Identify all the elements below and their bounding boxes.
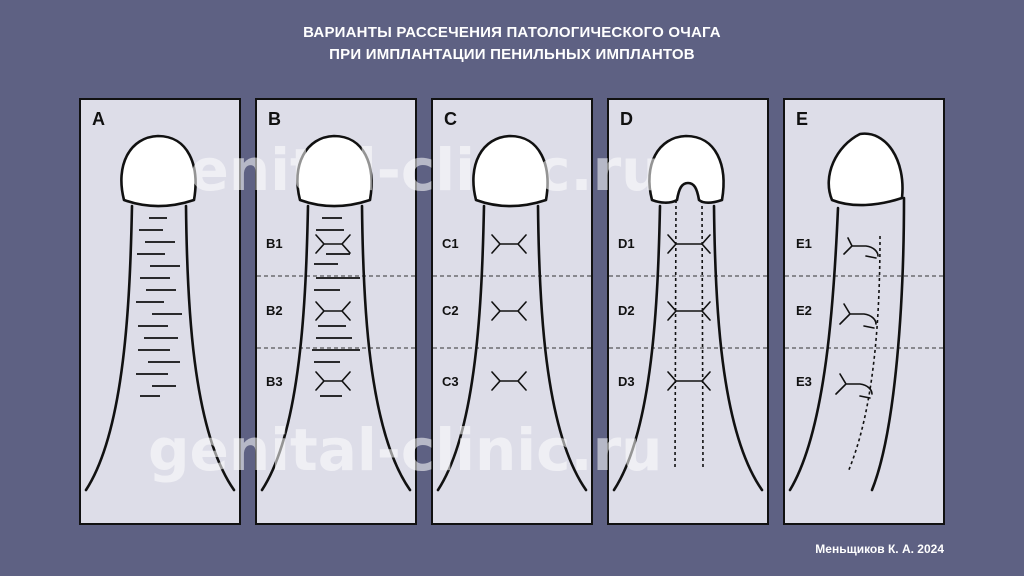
panel-e: E E1 E2 E3 bbox=[783, 98, 945, 525]
panel-e-shaft bbox=[788, 196, 906, 492]
panel-e-glans bbox=[827, 132, 904, 207]
row-label-d3: D3 bbox=[618, 374, 635, 389]
row-label-e2: E2 bbox=[796, 303, 812, 318]
panel-e-cut-1 bbox=[843, 237, 879, 259]
panel-a-shaft bbox=[84, 204, 236, 492]
panel-e-letter: E bbox=[796, 109, 808, 129]
title-line-2: ПРИ ИМПЛАНТАЦИИ ПЕНИЛЬНЫХ ИМПЛАНТОВ bbox=[329, 46, 695, 63]
panel-a: A bbox=[79, 98, 241, 525]
panel-c-cut-3 bbox=[491, 371, 527, 391]
panel-d-glans bbox=[648, 134, 725, 204]
row-label-c2: C2 bbox=[442, 303, 459, 318]
row-label-c1: C1 bbox=[442, 236, 459, 251]
row-label-d1: D1 bbox=[618, 236, 635, 251]
title-line-1: ВАРИАНТЫ РАССЕЧЕНИЯ ПАТОЛОГИЧЕСКОГО ОЧАГ… bbox=[303, 24, 721, 41]
panel-d: D D1 D2 D3 bbox=[607, 98, 769, 525]
panel-b-cut-1 bbox=[315, 234, 351, 254]
panel-d-letter: D bbox=[620, 109, 633, 129]
panel-c-shaft bbox=[436, 204, 588, 492]
panel-a-plaque bbox=[136, 217, 182, 397]
row-label-b3: B3 bbox=[266, 374, 283, 389]
panel-d-cut-2 bbox=[667, 301, 711, 321]
panel-b-cut-2 bbox=[315, 301, 351, 321]
panel-e-cut-3 bbox=[835, 373, 873, 399]
panel-c-glans bbox=[472, 134, 549, 208]
panel-d-shaft bbox=[612, 204, 764, 492]
row-label-e3: E3 bbox=[796, 374, 812, 389]
panel-b-letter: B bbox=[268, 109, 281, 129]
panel-a-glans bbox=[120, 134, 197, 208]
panel-c-cut-1 bbox=[491, 234, 527, 254]
row-label-c3: C3 bbox=[442, 374, 459, 389]
panel-b: B B1 B2 B3 bbox=[255, 98, 417, 525]
panel-e-incision-line bbox=[847, 235, 881, 473]
watermark-top: genital-clinic.ru bbox=[148, 136, 662, 204]
author-credit: Меньщиков К. А. 2024 bbox=[815, 542, 944, 556]
panel-b-plaque bbox=[312, 217, 360, 397]
watermark-bottom: genital-clinic.ru bbox=[148, 416, 662, 484]
panel-d-cut-3 bbox=[667, 371, 711, 391]
row-label-b1: B1 bbox=[266, 236, 283, 251]
row-label-d2: D2 bbox=[618, 303, 635, 318]
panel-c-cut-2 bbox=[491, 301, 527, 321]
row-label-b2: B2 bbox=[266, 303, 283, 318]
panel-e-cut-2 bbox=[839, 303, 877, 329]
panel-c: C C1 C2 C3 bbox=[431, 98, 593, 525]
panel-c-letter: C bbox=[444, 109, 457, 129]
diagram-title: ВАРИАНТЫ РАССЕЧЕНИЯ ПАТОЛОГИЧЕСКОГО ОЧАГ… bbox=[0, 22, 1024, 66]
panel-b-glans bbox=[296, 134, 373, 208]
panel-b-cut-3 bbox=[315, 371, 351, 391]
row-label-e1: E1 bbox=[796, 236, 812, 251]
panel-d-cut-1 bbox=[667, 234, 711, 254]
panel-a-letter: A bbox=[92, 109, 105, 129]
panel-b-shaft bbox=[260, 204, 412, 492]
